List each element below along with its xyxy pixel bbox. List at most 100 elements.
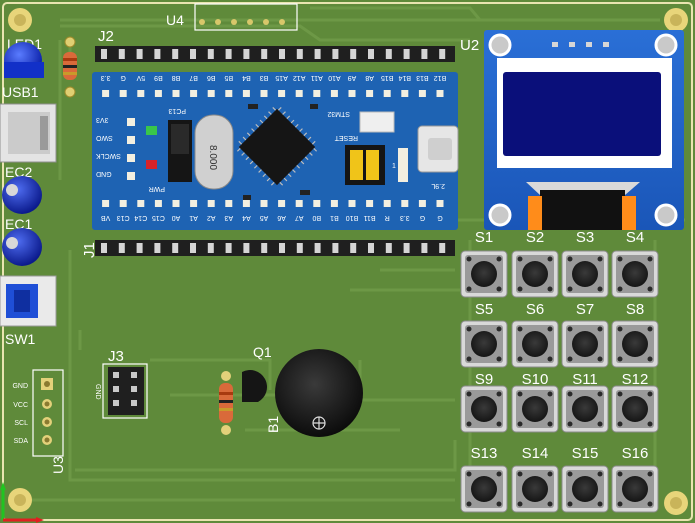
b1-label: B1 <box>265 416 281 433</box>
header-pin <box>136 49 143 59</box>
stm32-pad <box>348 90 356 97</box>
reset-button[interactable] <box>359 111 395 133</box>
tactile-button-s1[interactable]: S1 <box>460 229 508 298</box>
tactile-button-s3[interactable]: S3 <box>561 229 609 298</box>
stm32-pad <box>278 90 286 97</box>
tactile-button-s15[interactable]: S15 <box>561 445 609 513</box>
stm32-pad <box>137 90 145 97</box>
button-label: S13 <box>471 445 498 462</box>
button-label: S11 <box>572 371 598 388</box>
header-pin <box>439 49 446 59</box>
usb1-label: USB1 <box>2 84 39 100</box>
header-pin <box>261 49 268 59</box>
stm32-pad <box>295 200 303 207</box>
sw1-label: SW1 <box>5 331 36 347</box>
stm32-pad <box>401 90 409 97</box>
tactile-button-s10[interactable]: S10 <box>511 371 559 433</box>
stm32-pin-label: G <box>420 214 425 221</box>
stm32-pad <box>119 90 127 97</box>
header-pin <box>190 243 196 253</box>
tactile-button-s11[interactable]: S11 <box>561 371 609 433</box>
u3-pin-label: SCL <box>14 420 28 427</box>
tactile-button-s9[interactable]: S9 <box>460 371 508 433</box>
stm32-pad <box>119 200 127 207</box>
stm32-pad <box>172 200 180 207</box>
stm32-pin-label: A12 <box>293 74 306 81</box>
ec2-capacitor <box>2 176 42 214</box>
stm32-swd-pads <box>127 118 135 180</box>
u2-label: U2 <box>460 37 479 54</box>
u4-pads <box>199 19 285 25</box>
stm32-pad <box>225 200 233 207</box>
stm32-pin-label: A1 <box>189 214 198 221</box>
header-pin <box>279 243 285 253</box>
header-pin <box>243 49 250 59</box>
b1-buzzer <box>275 349 363 437</box>
stm32-pin-label: B13 <box>416 74 429 81</box>
stm32-pin-label: B0 <box>312 214 321 221</box>
crystal <box>194 114 234 190</box>
stm32-pad <box>295 90 303 97</box>
header-pin <box>421 243 428 253</box>
stm32-pin-label: C14 <box>134 214 147 221</box>
header-pin <box>385 243 392 253</box>
boot-label: 1 0 <box>392 163 402 170</box>
j3-gnd-label: GND <box>94 384 101 400</box>
stm32-pad <box>260 90 268 97</box>
stm32-pin-label: B9 <box>154 74 163 81</box>
crystal-label: 8.000 <box>207 145 218 170</box>
tactile-button-s14[interactable]: S14 <box>511 445 559 513</box>
u3-pin-label: VCC <box>13 402 28 409</box>
stm32-chip <box>236 106 318 186</box>
stm32-bottom-pads <box>102 200 444 207</box>
tactile-button-s8[interactable]: S8 <box>611 301 659 368</box>
stm32-pin-label: B6 <box>207 74 216 81</box>
tactile-button-s5[interactable]: S5 <box>460 301 508 368</box>
stm32-pad <box>207 200 215 207</box>
stm32-pin-label: B12 <box>434 74 447 81</box>
header-pin <box>385 49 392 59</box>
oled-pins <box>552 42 609 47</box>
tactile-button-s7[interactable]: S7 <box>561 301 609 368</box>
stm32-pad <box>137 200 145 207</box>
stm32-pad <box>242 200 250 207</box>
stm32-top-pads <box>102 90 444 97</box>
header-pin <box>350 243 357 253</box>
tactile-button-s6[interactable]: S6 <box>511 301 559 368</box>
stm32-pin-label: G <box>120 74 125 81</box>
stm32-pin-label: VB <box>101 214 111 221</box>
button-label: S15 <box>572 445 599 462</box>
oled-flex-cable <box>540 190 625 230</box>
button-label: S1 <box>475 229 493 246</box>
tactile-button-s4[interactable]: S4 <box>611 229 659 298</box>
tactile-button-s12[interactable]: S12 <box>611 371 659 433</box>
stm32-pad <box>330 200 338 207</box>
tactile-button-s2[interactable]: S2 <box>511 229 559 298</box>
stm32-pad <box>383 90 391 97</box>
tactile-button-s13[interactable]: S13 <box>460 445 508 513</box>
header-pin <box>403 243 410 253</box>
u3-outline <box>32 369 64 457</box>
chip-label: STM32 <box>327 110 350 117</box>
button-label: S16 <box>622 445 649 462</box>
oled-flex-right <box>622 196 636 230</box>
stm32-pad <box>207 90 215 97</box>
header-pin <box>207 243 214 253</box>
button-label: S8 <box>626 301 644 318</box>
button-label: S4 <box>626 229 644 246</box>
header-pin <box>118 49 125 59</box>
stm32-pin-label: A3 <box>224 214 233 221</box>
button-label: S5 <box>475 301 493 318</box>
stm32-pin-label: B15 <box>381 74 394 81</box>
header-pin <box>350 49 357 59</box>
u3-pin-label: SDA <box>14 438 29 445</box>
stm32-pad <box>154 200 162 207</box>
tactile-button-s16[interactable]: S16 <box>611 445 659 513</box>
stm32-pad <box>260 200 268 207</box>
header-pin <box>190 49 196 59</box>
u4-label: U4 <box>166 12 184 28</box>
stm32-pad <box>242 90 250 97</box>
header-pin <box>207 49 214 59</box>
